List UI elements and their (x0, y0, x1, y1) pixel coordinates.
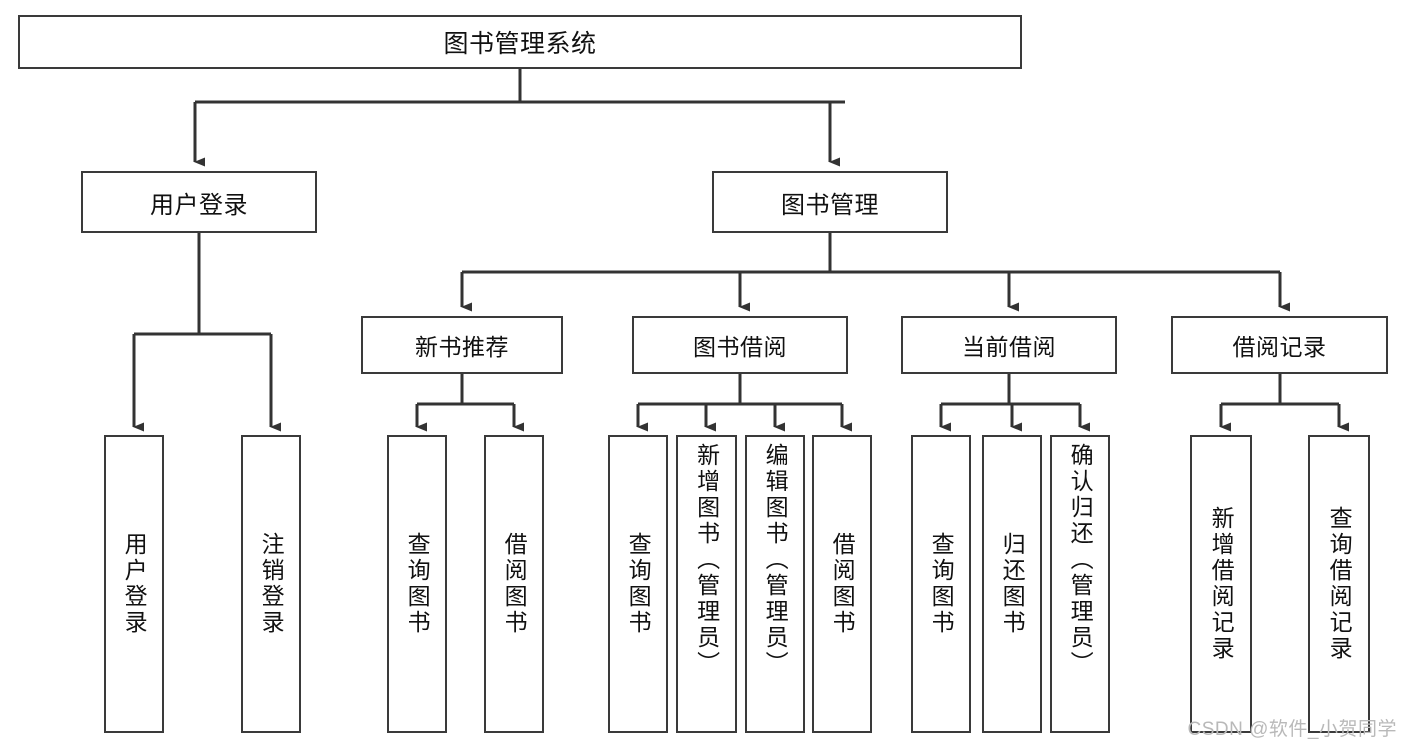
node-borrow-record-label: 借阅记录 (1232, 334, 1327, 360)
node-leaf-return-book[interactable]: 归还图书 (982, 435, 1042, 733)
node-leaf-borrow-book-1-label: 借阅图书 (501, 532, 528, 636)
node-user-login[interactable]: 用户登录 (81, 171, 317, 233)
node-current-borrow-label: 当前借阅 (962, 334, 1056, 360)
node-current-borrow[interactable]: 当前借阅 (901, 316, 1117, 374)
node-leaf-query-book-1[interactable]: 查询图书 (387, 435, 447, 733)
node-borrow-record[interactable]: 借阅记录 (1171, 316, 1388, 374)
node-leaf-borrow-book-1[interactable]: 借阅图书 (484, 435, 544, 733)
node-leaf-query-book-3-label: 查询图书 (928, 532, 955, 636)
node-leaf-query-book-1-label: 查询图书 (404, 532, 431, 636)
node-book-borrow[interactable]: 图书借阅 (632, 316, 848, 374)
node-leaf-query-book-2-label: 查询图书 (625, 532, 652, 636)
node-new-book-recommend[interactable]: 新书推荐 (361, 316, 563, 374)
node-leaf-add-book[interactable]: 新增图书（管理员） (676, 435, 737, 733)
node-leaf-edit-book[interactable]: 编辑图书（管理员） (745, 435, 805, 733)
node-leaf-borrow-book-2[interactable]: 借阅图书 (812, 435, 872, 733)
node-leaf-borrow-book-2-label: 借阅图书 (829, 532, 856, 636)
node-leaf-add-borrow-record-label: 新增借阅记录 (1208, 506, 1235, 662)
node-leaf-user-login[interactable]: 用户登录 (104, 435, 164, 733)
node-book-borrow-label: 图书借阅 (693, 334, 787, 360)
node-book-manage-label: 图书管理 (781, 191, 879, 219)
node-leaf-query-book-2[interactable]: 查询图书 (608, 435, 668, 733)
node-user-login-label: 用户登录 (150, 191, 248, 219)
node-leaf-add-borrow-record[interactable]: 新增借阅记录 (1190, 435, 1252, 733)
node-leaf-user-logout-label: 注销登录 (258, 532, 285, 636)
node-leaf-confirm-return[interactable]: 确认归还（管理员） (1050, 435, 1110, 733)
node-root[interactable]: 图书管理系统 (18, 15, 1022, 69)
node-leaf-confirm-return-label: 确认归还（管理员） (1067, 443, 1094, 677)
node-leaf-user-login-label: 用户登录 (121, 532, 148, 636)
node-leaf-query-book-3[interactable]: 查询图书 (911, 435, 971, 733)
node-root-label: 图书管理系统 (443, 30, 597, 58)
node-book-manage[interactable]: 图书管理 (712, 171, 948, 233)
node-leaf-user-logout[interactable]: 注销登录 (241, 435, 301, 733)
node-leaf-query-borrow-record[interactable]: 查询借阅记录 (1308, 435, 1370, 733)
node-leaf-return-book-label: 归还图书 (999, 532, 1026, 636)
node-new-book-recommend-label: 新书推荐 (415, 334, 509, 360)
node-leaf-add-book-label: 新增图书（管理员） (693, 443, 720, 677)
node-leaf-query-borrow-record-label: 查询借阅记录 (1326, 506, 1353, 662)
node-leaf-edit-book-label: 编辑图书（管理员） (762, 443, 789, 677)
